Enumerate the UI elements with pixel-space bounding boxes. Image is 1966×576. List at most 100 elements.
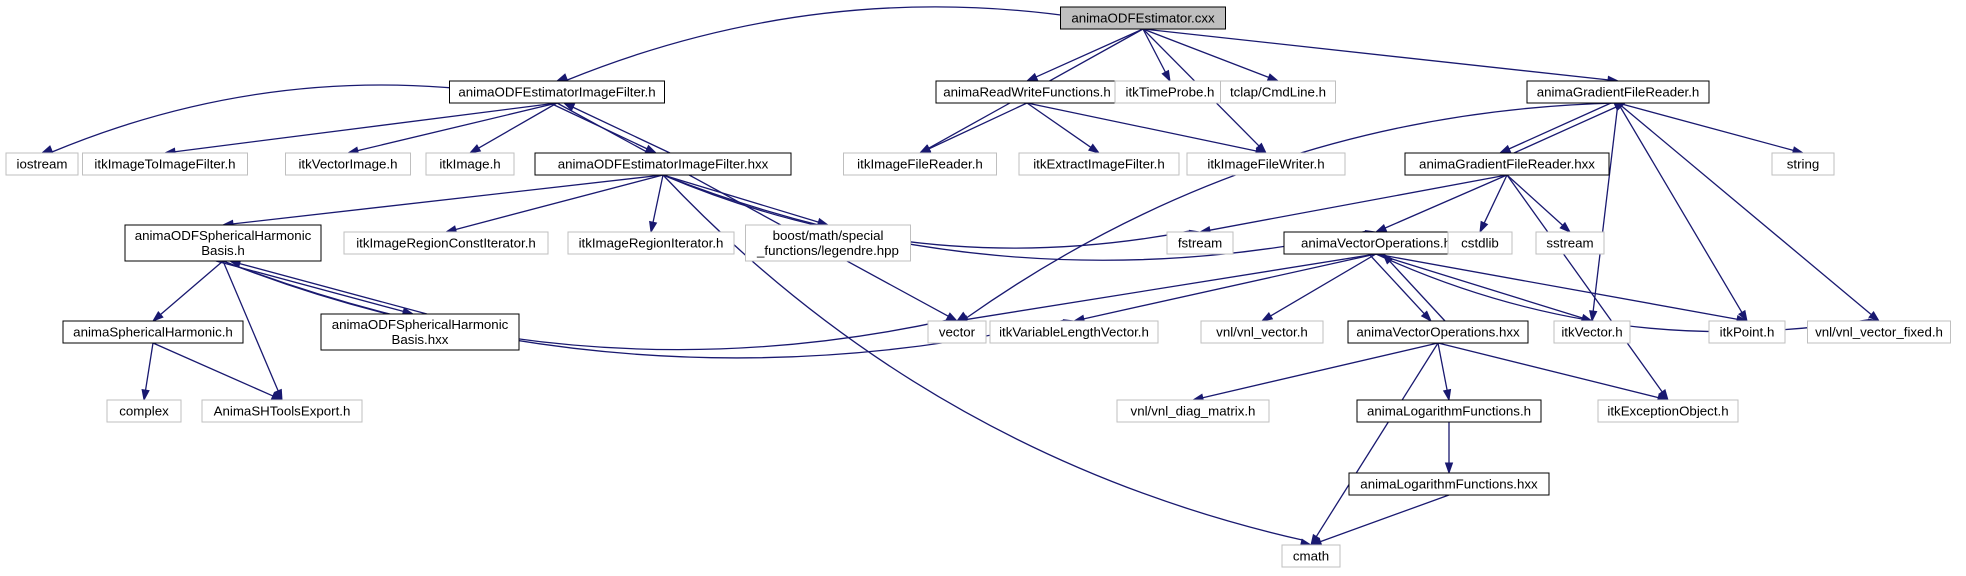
node-label: itkExceptionObject.h [1607,404,1728,419]
node-label: cmath [1293,549,1329,564]
node-iim: itkImage.h [425,152,515,176]
edge-efx-to-fst [662,174,1202,249]
node-vnv: vnl/vnl_vector.h [1200,320,1324,344]
node-box [1597,399,1739,423]
node-box [106,399,182,423]
node-gfx[interactable]: animaGradientFileReader.hxx [1404,152,1610,176]
node-lfx[interactable]: animaLogarithmFunctions.hxx [1348,472,1550,496]
arrowhead [151,310,164,322]
node-box [534,152,792,176]
node-label: string [1787,157,1820,172]
edge-shb-to-sph [151,260,224,322]
node-ios: iostream [5,152,79,176]
node-label: vector [939,325,976,340]
node-label: itkVectorImage.h [298,157,397,172]
node-box [1166,231,1234,255]
arrowhead [40,145,54,154]
edge-efx-to-efh [562,102,671,154]
node-gfr[interactable]: animaGradientFileReader.h [1526,80,1710,104]
node-box [1186,152,1346,176]
node-label: itkImageFileReader.h [857,157,983,172]
node-label: itkTimeProbe.h [1126,85,1215,100]
arrowhead [1868,311,1881,322]
edge-gfx-to-fst [1198,174,1508,235]
node-label: Basis.h [201,243,245,258]
node-label: itkVector.h [1561,325,1622,340]
arrowhead [1498,144,1512,154]
node-lfh[interactable]: animaLogarithmFunctions.h [1356,399,1542,423]
edge-efh-to-iim [468,102,558,154]
node-csd: cstdlib [1447,231,1513,255]
node-cpx: complex [106,399,182,423]
node-label: fstream [1178,236,1222,251]
edge-gfr-to-vec [955,102,1619,322]
node-box [1356,399,1542,423]
edge-efx-to-shb [221,174,664,228]
arrowhead [644,144,658,154]
edge-vox-to-vop [1381,252,1446,322]
node-box [1060,6,1226,30]
edge-efx-to-irc [444,174,664,234]
node-tcl: tclap/CmdLine.h [1220,80,1336,104]
node-ase: AnimaSHToolsExport.h [201,399,363,423]
node-efh[interactable]: animaODFEstimatorImageFilter.h [449,80,665,104]
node-label: animaODFEstimatorImageFilter.hxx [558,157,769,172]
edge-gfx-to-vop [1374,174,1508,233]
node-box [1018,152,1180,176]
node-label: itkExtractImageFilter.h [1033,157,1165,172]
edge-vop-to-ivl [1072,253,1377,323]
node-iri: itkImageRegionIterator.h [567,231,735,255]
edge-gfx-to-csd [1479,174,1508,234]
edge-gfr-to-vvf [1617,102,1881,322]
arrowhead [1374,223,1388,233]
node-vec: vector [927,320,987,344]
node-box [1404,152,1610,176]
node-vox[interactable]: animaVectorOperations.hxx [1347,320,1529,344]
node-cma: cmath [1281,544,1341,568]
edge-sph-to-cpx [141,342,154,402]
node-box [1447,231,1513,255]
node-label: animaGradientFileReader.hxx [1419,157,1595,172]
node-label: tclap/CmdLine.h [1230,85,1326,100]
node-vop[interactable]: animaVectorOperations.h [1283,231,1469,255]
edge-shx-to-shb [228,259,428,315]
arrowhead [1381,252,1394,265]
edge-vop-to-vox [1368,253,1433,323]
node-label: AnimaSHToolsExport.h [214,404,351,419]
edge-gfx-to-sst [1506,174,1572,234]
node-box [927,320,987,344]
node-label: animaODFEstimator.cxx [1071,11,1215,26]
edge-gfr-to-gfx [1498,102,1612,154]
node-box [320,313,520,351]
node-iti: itkImageToImageFilter.h [82,152,248,176]
node-label: sstream [1546,236,1593,251]
node-rwf[interactable]: animaReadWriteFunctions.h [935,80,1119,104]
edge-rwf-to-ifw [1026,102,1268,155]
node-box [285,152,411,176]
node-label: itkImageFileWriter.h [1207,157,1324,172]
node-ifw: itkImageFileWriter.h [1186,152,1346,176]
edge-efh-to-vec [556,102,959,322]
node-root[interactable]: animaODFEstimator.cxx [1060,6,1226,30]
node-str: string [1771,152,1835,176]
node-efx[interactable]: animaODFEstimatorImageFilter.hxx [534,152,792,176]
node-box [1553,320,1631,344]
arrowhead [555,73,569,82]
edge-gfx-to-gfr [1513,102,1627,154]
arrowhead [1025,72,1039,82]
edge-vop-to-vvf [1375,253,1881,333]
edge-efx-to-iri [649,174,664,234]
arrowhead [1589,310,1598,323]
node-box [1526,80,1710,104]
node-vdm: vnl/vnl_diag_matrix.h [1116,399,1270,423]
node-box [343,231,549,255]
node-sph[interactable]: animaSphericalHarmonic.h [62,320,244,344]
node-ivl: itkVariableLengthVector.h [989,320,1159,344]
edge-rwf-to-ifr [918,102,1028,154]
node-label: animaODFSphericalHarmonic [332,317,509,332]
nodes-layer: animaODFEstimator.cxx animaODFEstimatorIm… [5,6,1951,568]
node-box [843,152,997,176]
